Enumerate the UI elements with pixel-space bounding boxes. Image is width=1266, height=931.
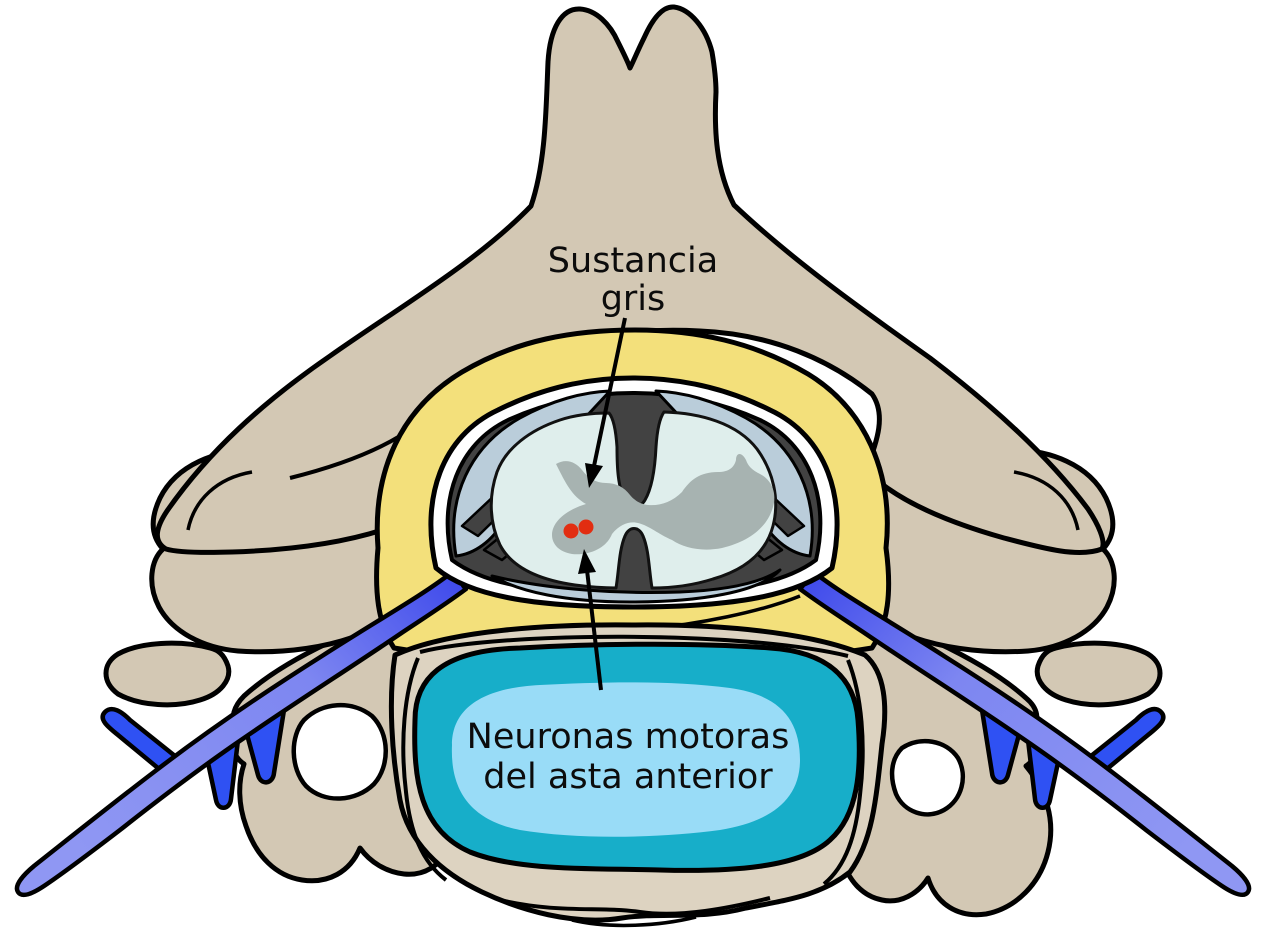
right-spinal-nerve xyxy=(751,495,1252,898)
spinal-nerves-group xyxy=(14,495,1252,898)
motor-neuron-dot-2 xyxy=(578,519,594,535)
vertebral-body-bottom-wavy-1 xyxy=(499,896,771,916)
left-foramen-hole xyxy=(291,703,388,801)
gray-matter-arrowhead xyxy=(585,463,603,488)
gray-matter-label-line1: Sustancia xyxy=(548,241,718,281)
gray-matter-arrow-line xyxy=(592,317,627,467)
annotations-group: Sustancia gris Neuronas motoras del asta… xyxy=(467,241,790,797)
motor-neuron-label-line2: del asta anterior xyxy=(483,757,773,797)
vertebral-body-inner-line-right xyxy=(822,659,865,886)
spinal-canal-group xyxy=(428,375,840,610)
vertebral-body-inner-line-top xyxy=(419,634,849,658)
disc-nucleus-cyan xyxy=(451,682,800,837)
vertebral-body-inner-line-left xyxy=(401,657,448,882)
left-bone-lobe xyxy=(103,640,232,708)
right-bone-lobe xyxy=(1034,640,1163,708)
gray-matter-butterfly xyxy=(552,454,775,555)
right-nerve-branch-up xyxy=(1083,706,1166,781)
left-nerve-branch-up xyxy=(100,706,183,781)
vertebral-body-group xyxy=(388,622,888,928)
motor-neuron-dot-1 xyxy=(563,523,579,539)
left-spinal-nerve xyxy=(14,495,515,898)
vertebral-body-bottom-wavy-2 xyxy=(571,915,697,928)
motor-neuron-label-line1: Neuronas motoras xyxy=(467,717,790,757)
gray-matter-label-line2: gris xyxy=(601,279,666,319)
left-mass-detail-arc xyxy=(186,470,253,531)
motor-neuron-arrowhead xyxy=(578,549,596,574)
right-mass-detail-arc xyxy=(1013,470,1080,531)
right-foramen-hole xyxy=(889,739,966,817)
motor-neuron-arrow-line xyxy=(585,569,603,691)
csf-band-bottom xyxy=(490,568,782,604)
